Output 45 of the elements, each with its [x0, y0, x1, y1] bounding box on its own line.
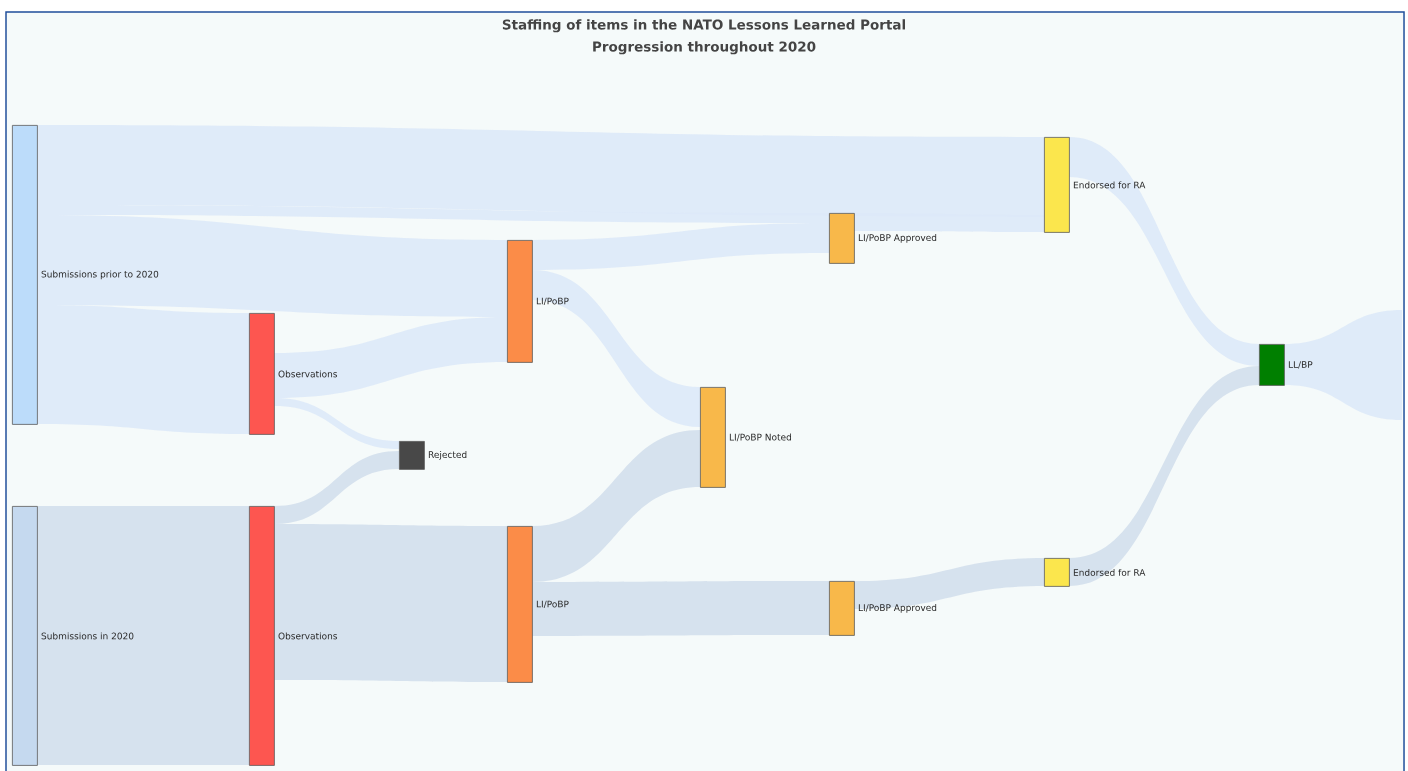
- sankey-bar: Observations: [249, 506, 338, 766]
- sankey-link: [37, 125, 1044, 217]
- node-label: Submissions prior to 2020: [41, 270, 159, 280]
- sankey-bar: Submissions in 2020: [12, 506, 134, 766]
- node-label: Endorsed for RA: [1073, 568, 1146, 576]
- sankey-link: [854, 558, 1044, 609]
- sankey-link: [1284, 310, 1402, 420]
- node-label: Observations: [278, 370, 338, 378]
- sankey-link: [532, 581, 829, 636]
- sankey-bar: LI/PoBP Noted: [700, 387, 791, 488]
- sankey-bar: LL/BP: [1259, 344, 1313, 386]
- sankey-link: [532, 223, 829, 270]
- sankey-link: [1069, 366, 1259, 586]
- sankey-bar: Endorsed for RA: [1044, 137, 1146, 233]
- sankey-link: [532, 270, 700, 427]
- node-label: Endorsed for RA: [1073, 181, 1146, 189]
- sankey-bar: LI/PoBP Approved: [829, 581, 937, 636]
- node-label: LI/PoBP: [536, 600, 569, 609]
- sankey-bar: Endorsed for RA: [1044, 558, 1146, 587]
- sankey-link: [37, 215, 507, 317]
- sankey-bar: Observations: [249, 313, 338, 435]
- node-label: LI/PoBP Approved: [858, 604, 937, 613]
- sankey-link: [37, 205, 829, 223]
- node-label: Submissions in 2020: [41, 632, 134, 640]
- sankey-link: [532, 430, 700, 582]
- node-label: LL/BP: [1288, 361, 1313, 369]
- node-label: LI/PoBP Approved: [858, 234, 937, 243]
- sankey-bar: LI/PoBP Approved: [829, 213, 937, 264]
- sankey-link: [1069, 137, 1259, 366]
- sankey-link: [274, 451, 399, 524]
- sankey-link: [274, 398, 399, 449]
- sankey-link: [37, 305, 249, 434]
- sankey-bar: LI/PoBP: [507, 240, 569, 363]
- chart-title: Staffing of items in the NATO Lessons Learned Portal: [502, 19, 905, 33]
- node-label: LI/PoBP: [536, 297, 569, 306]
- sankey-bar: Submissions prior to 2020: [12, 125, 159, 425]
- chart-subtitle: Progression throughout 2020: [593, 41, 816, 55]
- node-label: Observations: [278, 632, 338, 640]
- node-label: LI/PoBP Noted: [729, 433, 791, 442]
- sankey-link: [274, 317, 507, 398]
- sankey-link: [37, 506, 249, 765]
- sankey-bar: LI/PoBP: [507, 526, 569, 683]
- sankey-bar: Rejected: [399, 441, 467, 470]
- sankey-link: [274, 524, 507, 682]
- node-label: Rejected: [428, 451, 467, 460]
